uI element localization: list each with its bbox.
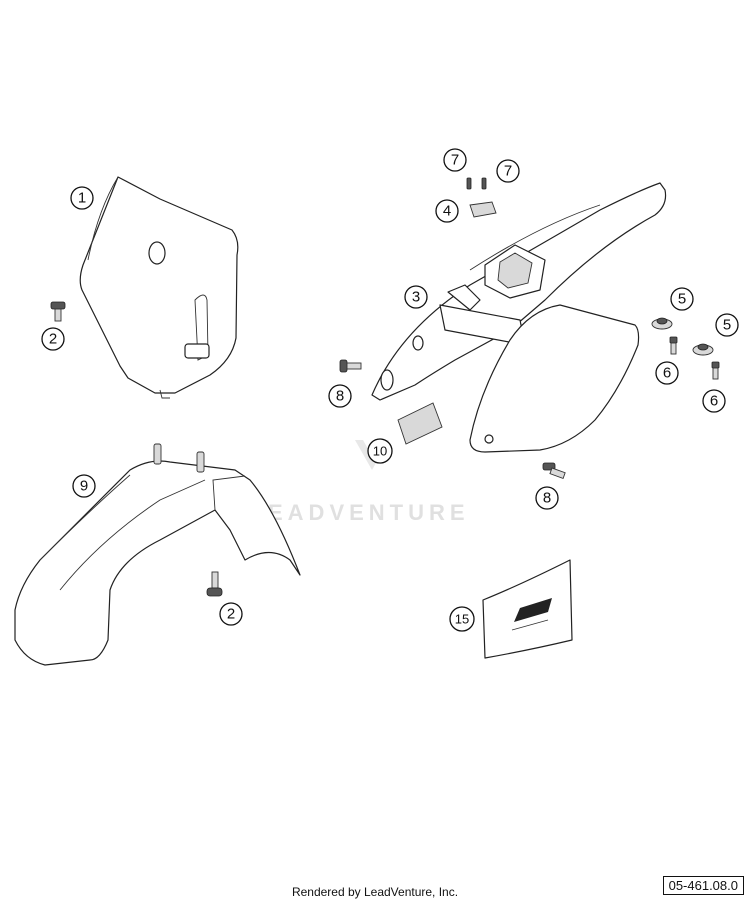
part-15-decal (482, 559, 573, 659)
callout-9-label: 9 (80, 478, 88, 495)
callout-2-lower-label: 2 (227, 606, 235, 623)
callout-8-left-label: 8 (336, 388, 344, 405)
callout-7-left: 7 (443, 148, 467, 172)
callout-6-left-label: 6 (663, 365, 671, 382)
callout-7-left-label: 7 (451, 152, 459, 169)
callout-2-upper-label: 2 (49, 331, 57, 348)
part-7-screws (466, 177, 487, 190)
diagram-id-label: 05-461.08.0 (662, 876, 744, 895)
watermark-text: EADVENTURE (268, 500, 470, 525)
part-6-screws (669, 336, 720, 380)
callout-15-label: 15 (455, 612, 469, 627)
part-10-pad (397, 402, 443, 445)
part-8-screws (339, 359, 566, 480)
part-5-grommets (651, 317, 714, 356)
callout-8-right: 8 (535, 486, 559, 510)
part-side-panel (469, 304, 640, 453)
part-3-rear-fender (371, 182, 667, 401)
callout-5-right-label: 5 (723, 317, 731, 334)
callout-10: 10 (367, 438, 393, 464)
callout-5-left-label: 5 (678, 291, 686, 308)
part-4-bracket (469, 201, 497, 218)
callout-7-right: 7 (496, 159, 520, 183)
footer-credit: Rendered by LeadVenture, Inc. (291, 885, 459, 899)
callout-2-upper: 2 (41, 327, 65, 351)
part-9-front-fender (14, 443, 301, 666)
callout-6-right-label: 6 (710, 393, 718, 410)
callout-8-right-label: 8 (543, 490, 551, 507)
callout-8-left: 8 (328, 384, 352, 408)
callout-7-right-label: 7 (504, 163, 512, 180)
callout-10-label: 10 (373, 444, 387, 459)
callout-5-right: 5 (715, 313, 739, 337)
callout-5-left: 5 (670, 287, 694, 311)
part-2-screw-lower (206, 571, 223, 597)
part-2-screw-upper (50, 301, 66, 322)
callout-2-lower: 2 (219, 602, 243, 626)
callout-3-label: 3 (412, 289, 420, 306)
callout-1: 1 (70, 186, 94, 210)
callout-3: 3 (404, 285, 428, 309)
callout-4-label: 4 (443, 203, 451, 220)
callout-6-left: 6 (655, 361, 679, 385)
part-1-number-plate (79, 176, 239, 399)
callout-15: 15 (449, 606, 475, 632)
callout-4: 4 (435, 199, 459, 223)
callout-9: 9 (72, 474, 96, 498)
callout-1-label: 1 (78, 190, 86, 207)
callout-6-right: 6 (702, 389, 726, 413)
